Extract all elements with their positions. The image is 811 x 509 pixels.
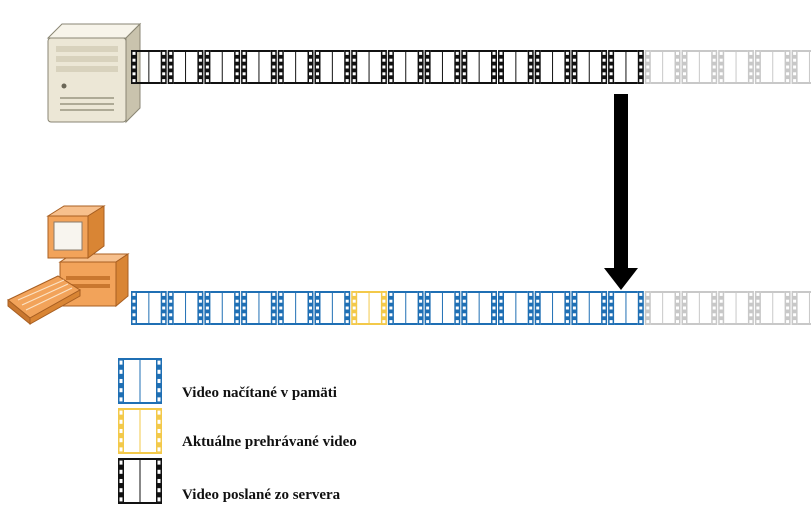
buffered-frame bbox=[314, 291, 351, 325]
buffered-frame bbox=[608, 291, 644, 325]
pending-frame bbox=[754, 50, 791, 84]
sent-frame bbox=[571, 50, 608, 84]
desktop-computer-icon bbox=[7, 205, 130, 326]
buffered-frame bbox=[571, 291, 608, 325]
sent-frame bbox=[534, 50, 571, 84]
buffered-frame bbox=[167, 291, 204, 325]
buffered-frame bbox=[498, 291, 534, 325]
buffered-frame bbox=[277, 291, 314, 325]
pending-frame bbox=[791, 291, 811, 325]
buffered-frame bbox=[131, 291, 167, 325]
legend-icon-buffered bbox=[118, 358, 162, 404]
sent-frame bbox=[167, 50, 204, 84]
transfer-arrow bbox=[604, 94, 638, 290]
buffered-frame bbox=[534, 291, 571, 325]
pending-frame bbox=[644, 50, 681, 84]
pending-frame bbox=[644, 291, 681, 325]
legend-label-playing: Aktuálne prehrávané video bbox=[182, 434, 357, 450]
pending-frame bbox=[681, 50, 718, 84]
pending-frame bbox=[681, 291, 718, 325]
buffered-frame bbox=[387, 291, 424, 325]
buffered-frame bbox=[424, 291, 461, 325]
client-film-strip bbox=[131, 291, 811, 325]
legend-icon-sent bbox=[118, 458, 162, 504]
sent-frame bbox=[277, 50, 314, 84]
pending-frame bbox=[754, 291, 791, 325]
sent-frame bbox=[131, 50, 167, 84]
sent-frame bbox=[351, 50, 387, 84]
sent-frame bbox=[204, 50, 241, 84]
server-icon bbox=[46, 22, 142, 124]
sent-frame bbox=[424, 50, 461, 84]
pending-frame bbox=[718, 50, 754, 84]
sent-frame bbox=[314, 50, 351, 84]
server-film-strip bbox=[131, 50, 811, 84]
buffered-frame bbox=[241, 291, 277, 325]
legend-label-sent: Video poslané zo servera bbox=[182, 487, 341, 503]
sent-frame bbox=[461, 50, 497, 84]
legend-label-buffered: Video načítané v pamäti bbox=[182, 385, 337, 401]
pending-frame bbox=[718, 291, 754, 325]
legend-icon-playing bbox=[118, 408, 162, 454]
pending-frame bbox=[791, 50, 811, 84]
buffered-frame bbox=[204, 291, 241, 325]
sent-frame bbox=[608, 50, 644, 84]
sent-frame bbox=[498, 50, 534, 84]
legend bbox=[118, 358, 162, 504]
sent-frame bbox=[387, 50, 424, 84]
playing-frame bbox=[351, 291, 387, 325]
buffered-frame bbox=[461, 291, 497, 325]
sent-frame bbox=[241, 50, 277, 84]
